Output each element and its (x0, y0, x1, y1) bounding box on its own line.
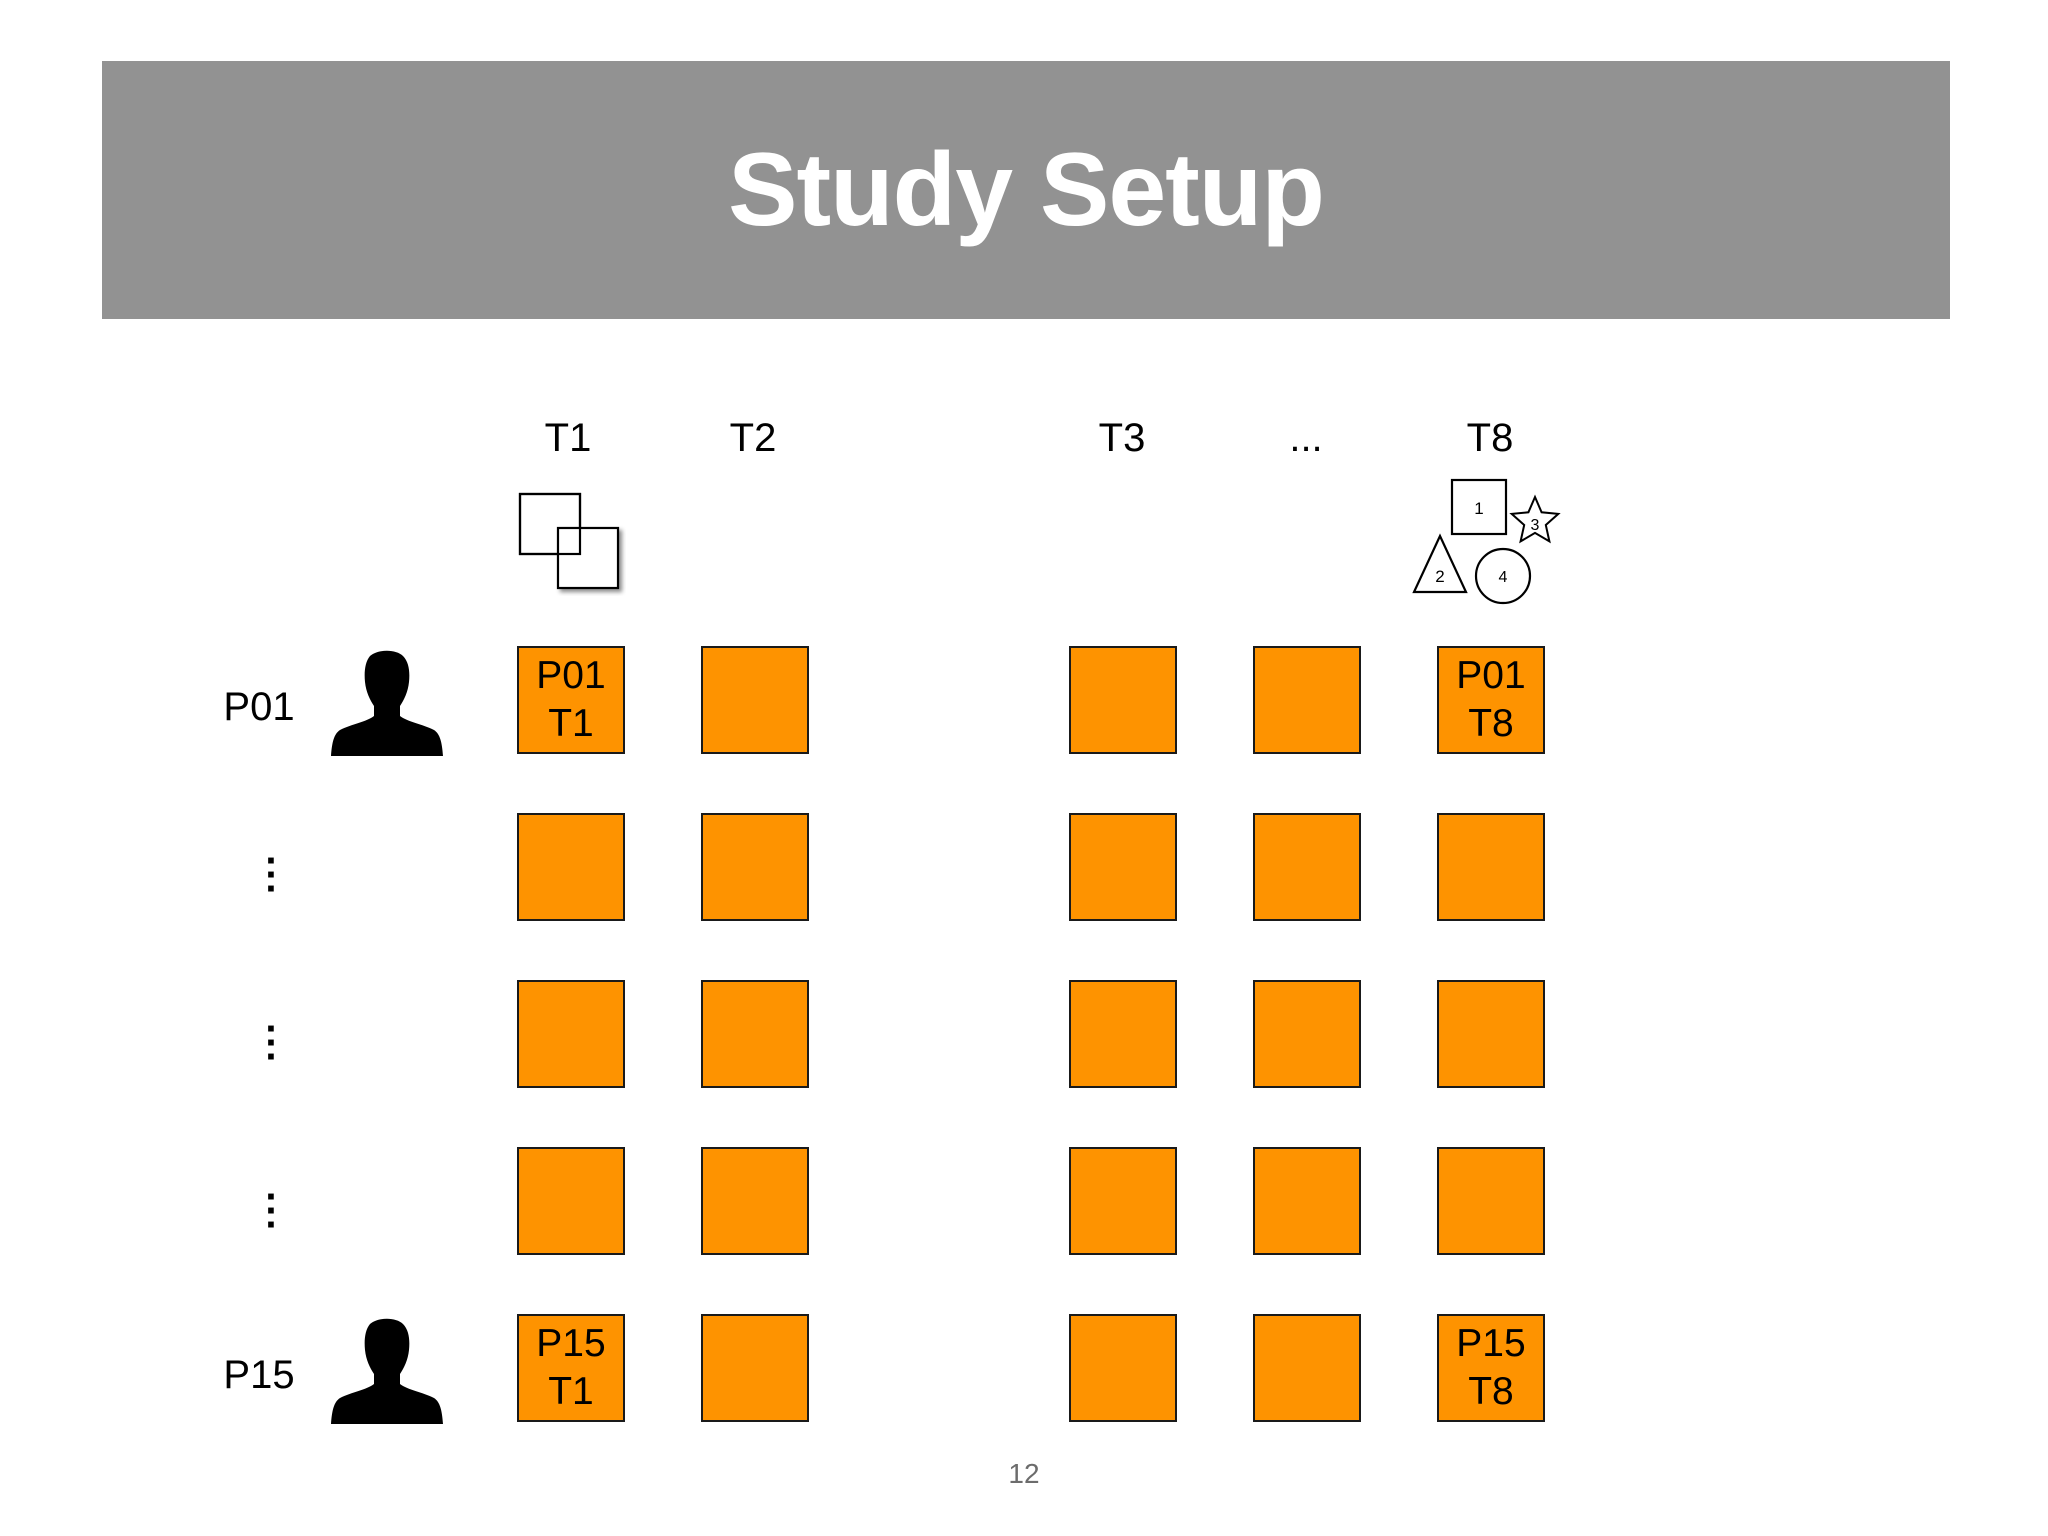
cell-row2-t3 (1069, 813, 1177, 921)
cell-p01-t2 (701, 646, 809, 754)
row-label-p15: P15 (223, 1353, 295, 1397)
cell-participant-label: P15 (1456, 1322, 1526, 1365)
numbered-triangle-shape: 2 (1412, 533, 1468, 594)
cell-task-label: T1 (548, 702, 594, 745)
cell-row4-t2 (701, 1147, 809, 1255)
shape-number-2: 2 (1435, 567, 1444, 586)
cell-p15-t2 (701, 1314, 809, 1422)
cell-row3-t2 (701, 980, 809, 1088)
cell-row4-ellipsis (1253, 1147, 1361, 1255)
cell-task-label: T1 (548, 1370, 594, 1413)
cell-p15-t1: P15 T1 (517, 1314, 625, 1422)
slide-title: Study Setup (728, 131, 1325, 248)
shape-number-3: 3 (1531, 517, 1540, 534)
row-ellipsis-3: ··· (265, 1175, 279, 1247)
cell-row2-t8 (1437, 813, 1545, 921)
cell-row4-t8 (1437, 1147, 1545, 1255)
numbered-circle-shape: 4 (1474, 547, 1532, 605)
column-header-ellipsis: ... (1289, 416, 1323, 460)
cell-p01-t3 (1069, 646, 1177, 754)
cell-row3-t8 (1437, 980, 1545, 1088)
cell-row3-t3 (1069, 980, 1177, 1088)
cell-row3-ellipsis (1253, 980, 1361, 1088)
column-header-t8: T8 (1466, 416, 1514, 460)
shape-number-1: 1 (1474, 499, 1483, 518)
column-header-t2: T2 (729, 416, 777, 460)
cell-p01-ellipsis (1253, 646, 1361, 754)
cell-task-label: T8 (1468, 702, 1514, 745)
numbered-square-shape: 1 (1450, 478, 1508, 536)
shape-number-4: 4 (1499, 569, 1508, 586)
cell-p01-t8: P01 T8 (1437, 646, 1545, 754)
row-ellipsis-2: ··· (265, 1007, 279, 1079)
column-header-t3: T3 (1098, 416, 1146, 460)
row-ellipsis-1: ··· (265, 839, 279, 911)
numbered-star-shape: 3 (1509, 494, 1561, 544)
cell-participant-label: P01 (536, 654, 606, 697)
title-banner: Study Setup (102, 61, 1950, 319)
cell-row3-t1 (517, 980, 625, 1088)
overlapping-squares-icon (518, 492, 620, 590)
cell-task-label: T8 (1468, 1370, 1514, 1413)
row-label-p01: P01 (223, 685, 295, 729)
cell-row2-t2 (701, 813, 809, 921)
column-header-t1: T1 (544, 416, 592, 460)
cell-p15-t8: P15 T8 (1437, 1314, 1545, 1422)
cell-p01-t1: P01 T1 (517, 646, 625, 754)
cell-row2-ellipsis (1253, 813, 1361, 921)
person-silhouette-icon (331, 1318, 443, 1424)
person-silhouette-icon (331, 650, 443, 756)
cell-participant-label: P15 (536, 1322, 606, 1365)
page-number: 12 (1008, 1458, 1040, 1489)
cell-p15-ellipsis (1253, 1314, 1361, 1422)
cell-row2-t1 (517, 813, 625, 921)
cell-participant-label: P01 (1456, 654, 1526, 697)
numbered-shapes-icon: 1 3 2 4 (1412, 478, 1561, 605)
cell-row4-t1 (517, 1147, 625, 1255)
cell-p15-t3 (1069, 1314, 1177, 1422)
cell-row4-t3 (1069, 1147, 1177, 1255)
